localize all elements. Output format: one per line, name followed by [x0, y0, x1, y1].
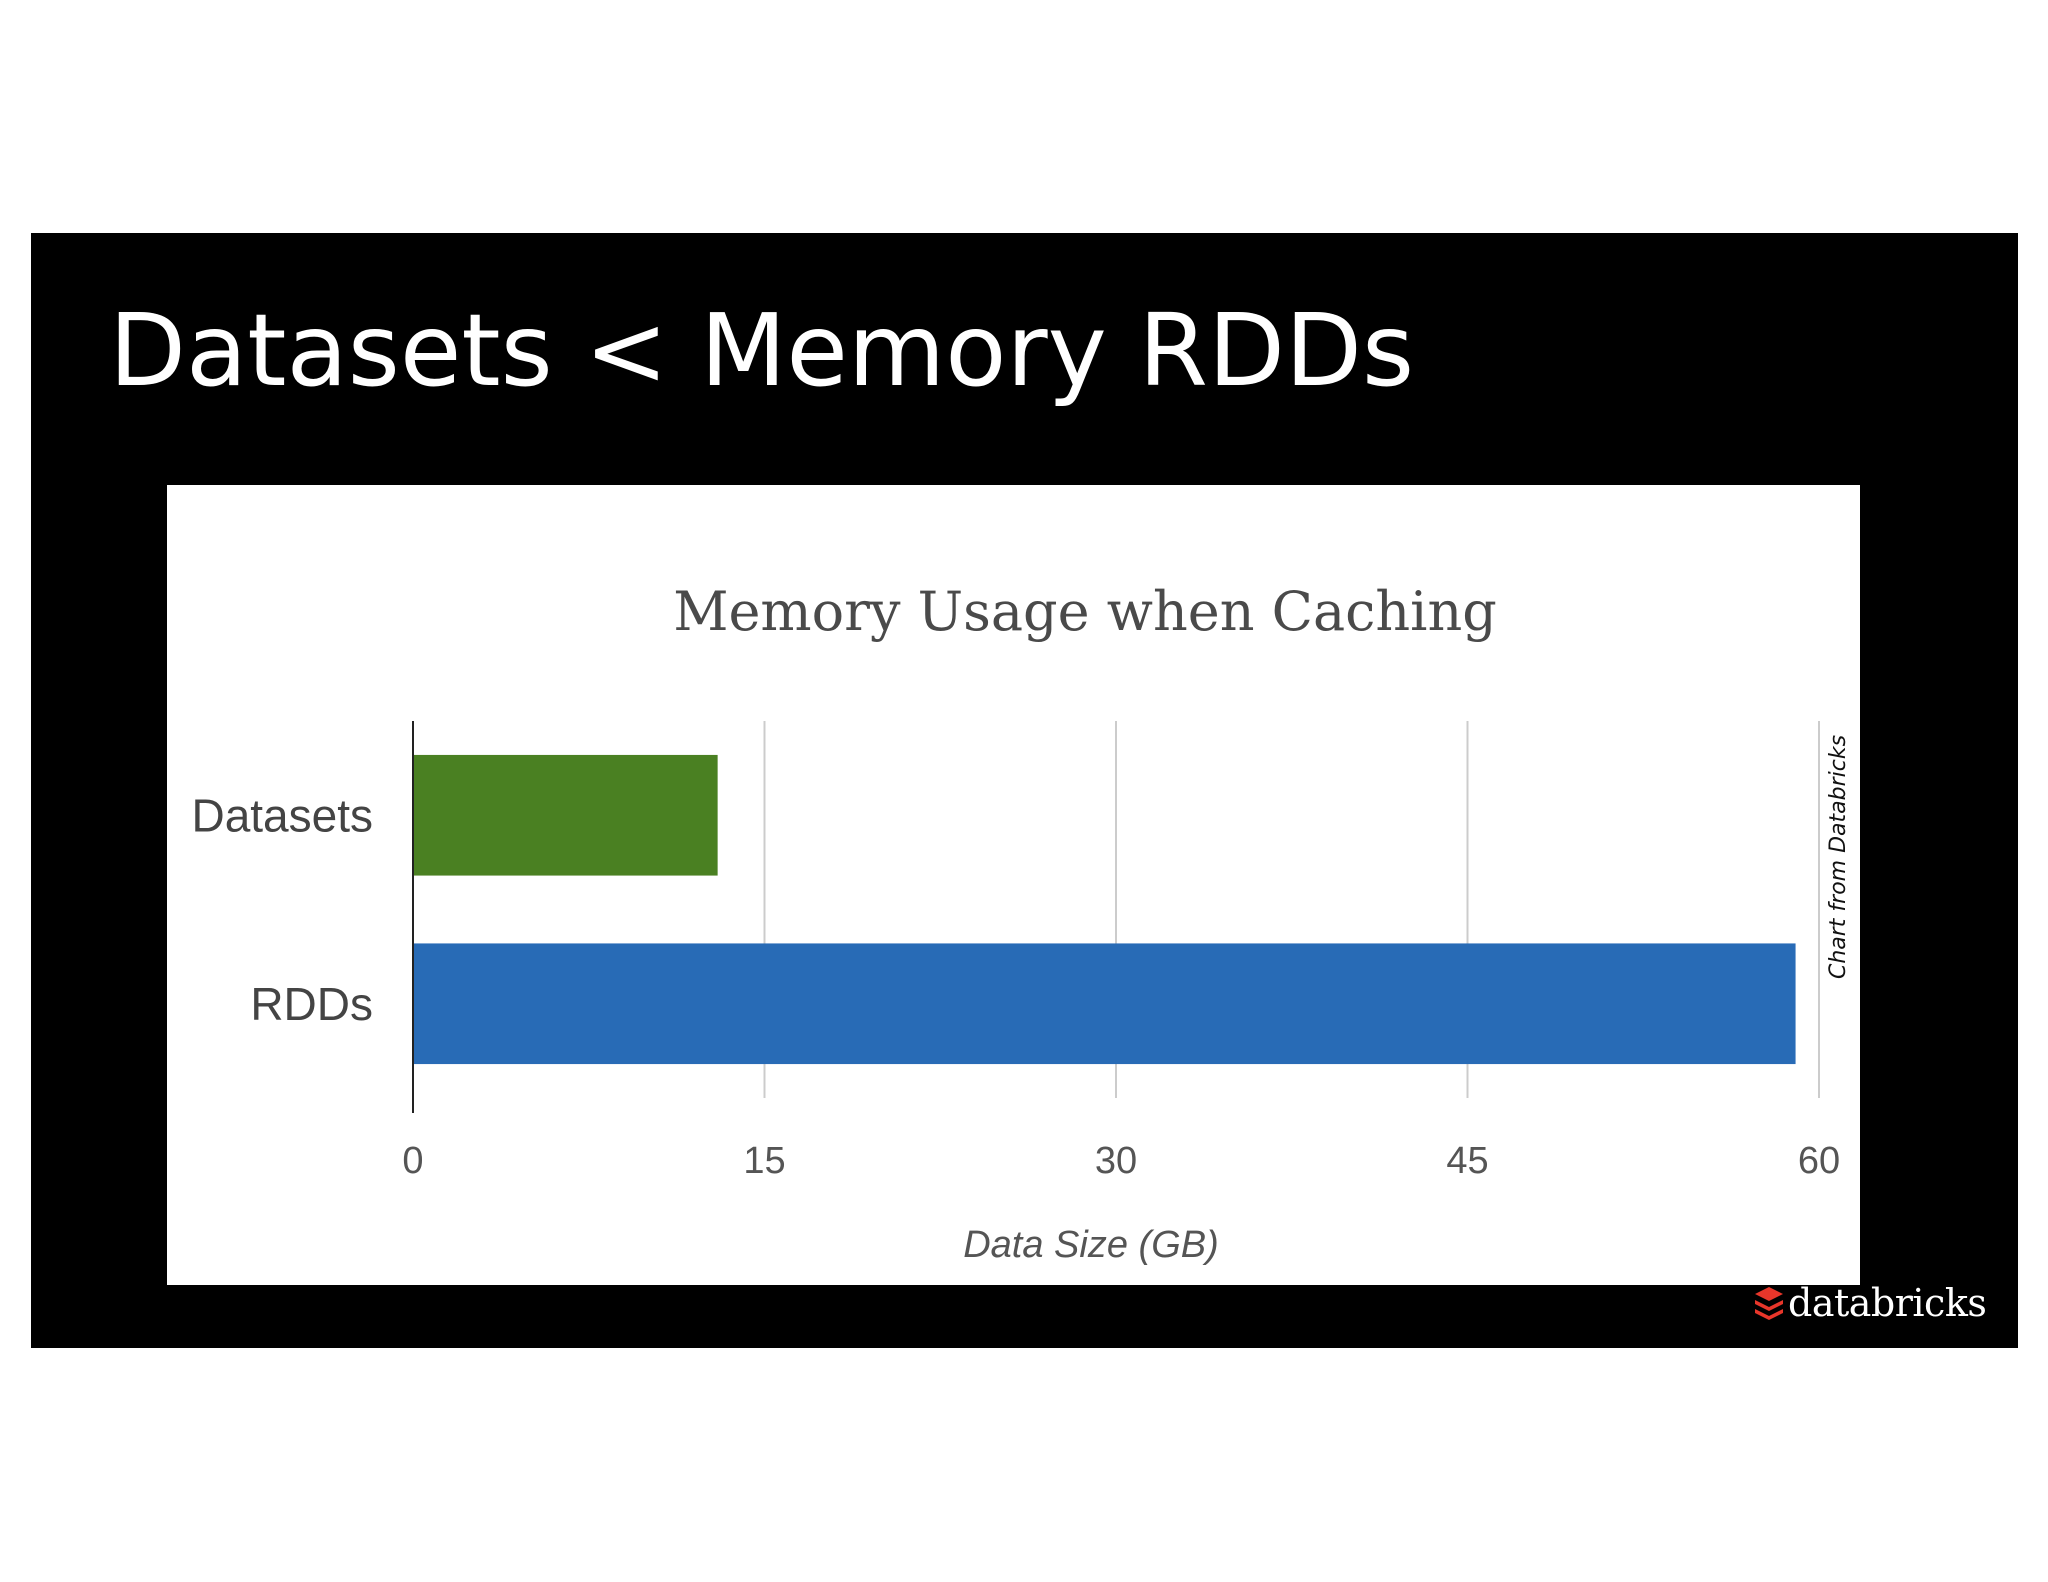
x-tick-label: 45 [1446, 1140, 1488, 1182]
category-label: RDDs [250, 978, 373, 1030]
chart-source-note: Chart from Databricks [1826, 735, 1851, 979]
x-tick-labels: 0 15 30 45 60 [402, 1140, 1840, 1182]
x-tick-label: 30 [1095, 1140, 1137, 1182]
x-axis-title: Data Size (GB) [963, 1224, 1219, 1266]
bar-rdds [413, 943, 1796, 1065]
x-tick-label: 15 [743, 1140, 785, 1182]
slide-title: Datasets < Memory RDDs [109, 292, 1415, 409]
bars [413, 754, 1796, 1065]
chart-title: Memory Usage when Caching [673, 580, 1497, 643]
bar-datasets [413, 754, 718, 876]
databricks-logo: databricks [1754, 1278, 1987, 1328]
brand-name: databricks [1788, 1281, 1987, 1325]
category-label: Datasets [191, 789, 373, 841]
slide: Datasets < Memory RDDs Memory Usage when… [31, 233, 2018, 1348]
x-tick-label: 0 [402, 1140, 423, 1182]
databricks-logo-icon [1755, 1287, 1783, 1320]
x-tick-label: 60 [1798, 1140, 1840, 1182]
